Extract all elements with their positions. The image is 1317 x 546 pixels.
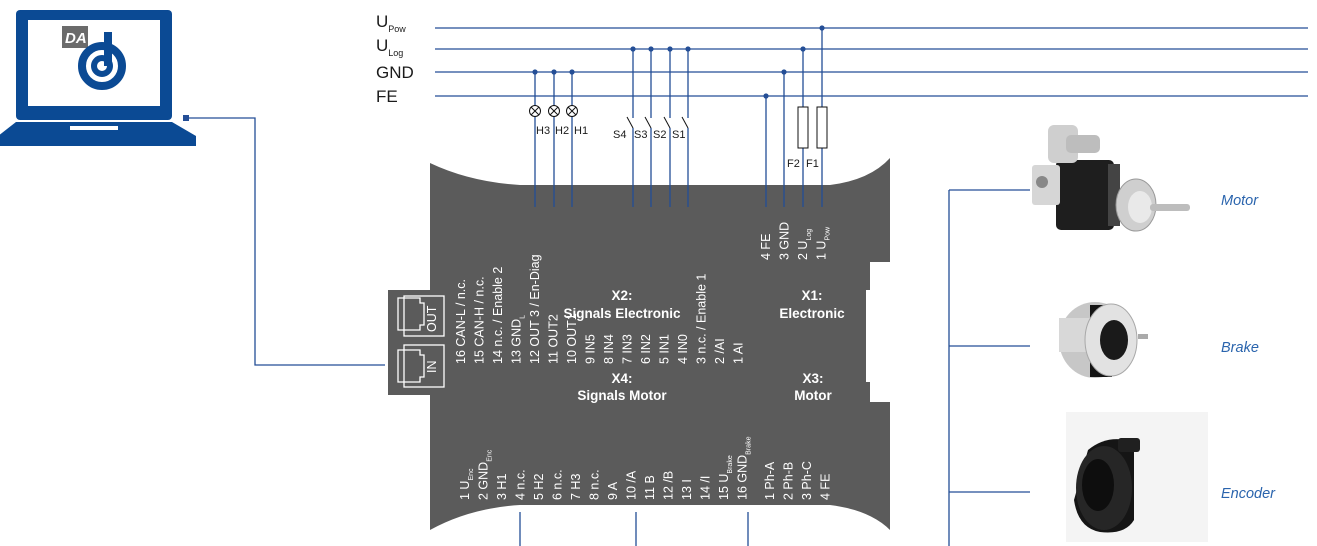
peripheral-label-brake: Brake [1221,340,1259,356]
x4-pin-3: 3 H1 [495,474,509,500]
x2-pin-4: 4 IN0 [676,334,690,364]
fuse-label-f2: F2 [787,158,800,170]
switch-wiring [630,46,691,207]
switch-icon-s4 [626,116,634,129]
x4-pin-13: 13 I [680,479,694,500]
pins-x3-group: 1 Ph-A 2 Ph-B 3 Ph-C 4 FE [763,461,833,500]
x1-pin-3: 3 GND [778,222,792,260]
x2-pin-10: 10 OUT1 [565,313,579,364]
peripheral-wiring [948,189,1030,546]
switch-icon-s1 [681,116,689,129]
x3-pin-3: 3 Ph-C [800,461,814,500]
brake-icon [1059,302,1148,378]
x3-pin-1: 1 Ph-A [763,461,777,500]
bus-label-upow: UPow [376,12,406,34]
lamp-label-h1: H1 [574,125,588,137]
x3-pin-4: 4 FE [819,474,833,500]
indicator-wiring [532,69,575,207]
port-out-label: OUT [425,305,439,332]
laptop-icon: DA [0,10,196,146]
x2-pin-8: 8 IN4 [602,334,616,364]
connector-x1-id: X1: [801,288,822,303]
lamp-icon-h2 [548,105,560,117]
x1-pin-2: 2 ULog [796,229,813,260]
x4-pin-15: 15 UBrake [717,455,734,500]
x2-pin-15: 15 CAN-H / n.c. [473,276,487,364]
switch-label-s2: S2 [653,129,666,141]
x4-pin-10: 10 /A [625,470,639,500]
bus-label-fe: FE [376,87,398,106]
x4-pin-7: 7 H3 [569,474,583,500]
motor-icon [1032,125,1190,232]
port-out[interactable]: OUT [397,295,445,337]
fuse-label-f1: F1 [806,158,819,170]
x4-pin-12: 12 /B [662,471,676,500]
switch-icon-s3 [644,116,652,129]
x2-pin-5: 5 IN1 [658,334,672,364]
x4-pin-14: 14 /I [699,476,713,500]
bus-lines [435,27,1308,97]
x2-pin-11: 11 OUT2 [547,314,561,364]
x2-pin-3: 3 n.c. / Enable 1 [695,274,709,364]
lamp-label-h2: H2 [555,125,569,137]
x2-pin-2: 2 /AI [713,338,727,364]
switch-label-s4: S4 [613,129,626,141]
connector-x3-id: X3: [802,371,823,386]
lamp-label-h3: H3 [536,125,550,137]
connector-x3-name: Motor [794,388,832,403]
port-in-label: IN [425,361,439,374]
x4-pin-1: 1 UEnc [458,468,475,500]
connector-x4-name: Signals Motor [577,388,667,403]
x4-pin-16: 16 GNDBrake [736,436,753,500]
x3-pin-2: 2 Ph-B [782,462,796,500]
x2-pin-9: 9 IN5 [584,334,598,364]
x2-pin-13: 13 GNDL [510,315,527,364]
x1-pin-1: 1 UPow [815,226,832,260]
power-wiring [763,25,825,207]
connector-x4-id: X4: [611,371,632,386]
logo-text: DA [65,30,87,47]
x4-pin-2: 2 GNDEnc [477,449,494,500]
da-logo-icon: DA [62,26,126,90]
fuse-icon-f1 [816,106,828,149]
x4-pin-11: 11 B [643,475,657,500]
controller-housing [430,158,890,530]
lamp-icon-h1 [566,105,578,117]
x2-pin-14: 14 n.c. / Enable 2 [491,267,505,364]
switch-label-s3: S3 [634,129,647,141]
x4-pin-9: 9 A [606,481,620,500]
x1-pin-4: 4 FE [759,234,773,260]
switch-icon-s2 [663,116,671,129]
bus-label-gnd: GND [376,63,414,82]
fuse-icon-f2 [797,106,809,149]
peripheral-label-motor: Motor [1221,193,1259,209]
switch-label-s1: S1 [672,129,685,141]
x2-pin-12: 12 OUT 3 / En-Diag [528,254,542,364]
connector-x1-name: Electronic [779,306,845,321]
connector-x2-id: X2: [611,288,632,303]
lamp-icon-h3 [529,105,541,117]
x2-pin-7: 7 IN3 [621,334,635,364]
encoder-icon [1066,412,1208,542]
x2-pin-6: 6 IN2 [639,334,653,364]
x4-pin-5: 5 H2 [532,474,546,500]
peripheral-label-encoder: Encoder [1221,486,1276,502]
port-in[interactable]: IN [397,344,445,388]
connector-x2-name: Signals Electronic [563,306,681,321]
x4-pin-8: 8 n.c. [588,469,602,500]
x2-pin-1: 1 AI [732,342,746,364]
pins-x2-group: 16 CAN-L / n.c. 15 CAN-H / n.c. 14 n.c. / … [454,254,746,364]
bus-label-ulog: ULog [376,36,403,58]
x4-pin-4: 4 n.c. [514,469,528,500]
x2-pin-16: 16 CAN-L / n.c. [454,279,468,364]
x4-pin-6: 6 n.c. [551,469,565,500]
